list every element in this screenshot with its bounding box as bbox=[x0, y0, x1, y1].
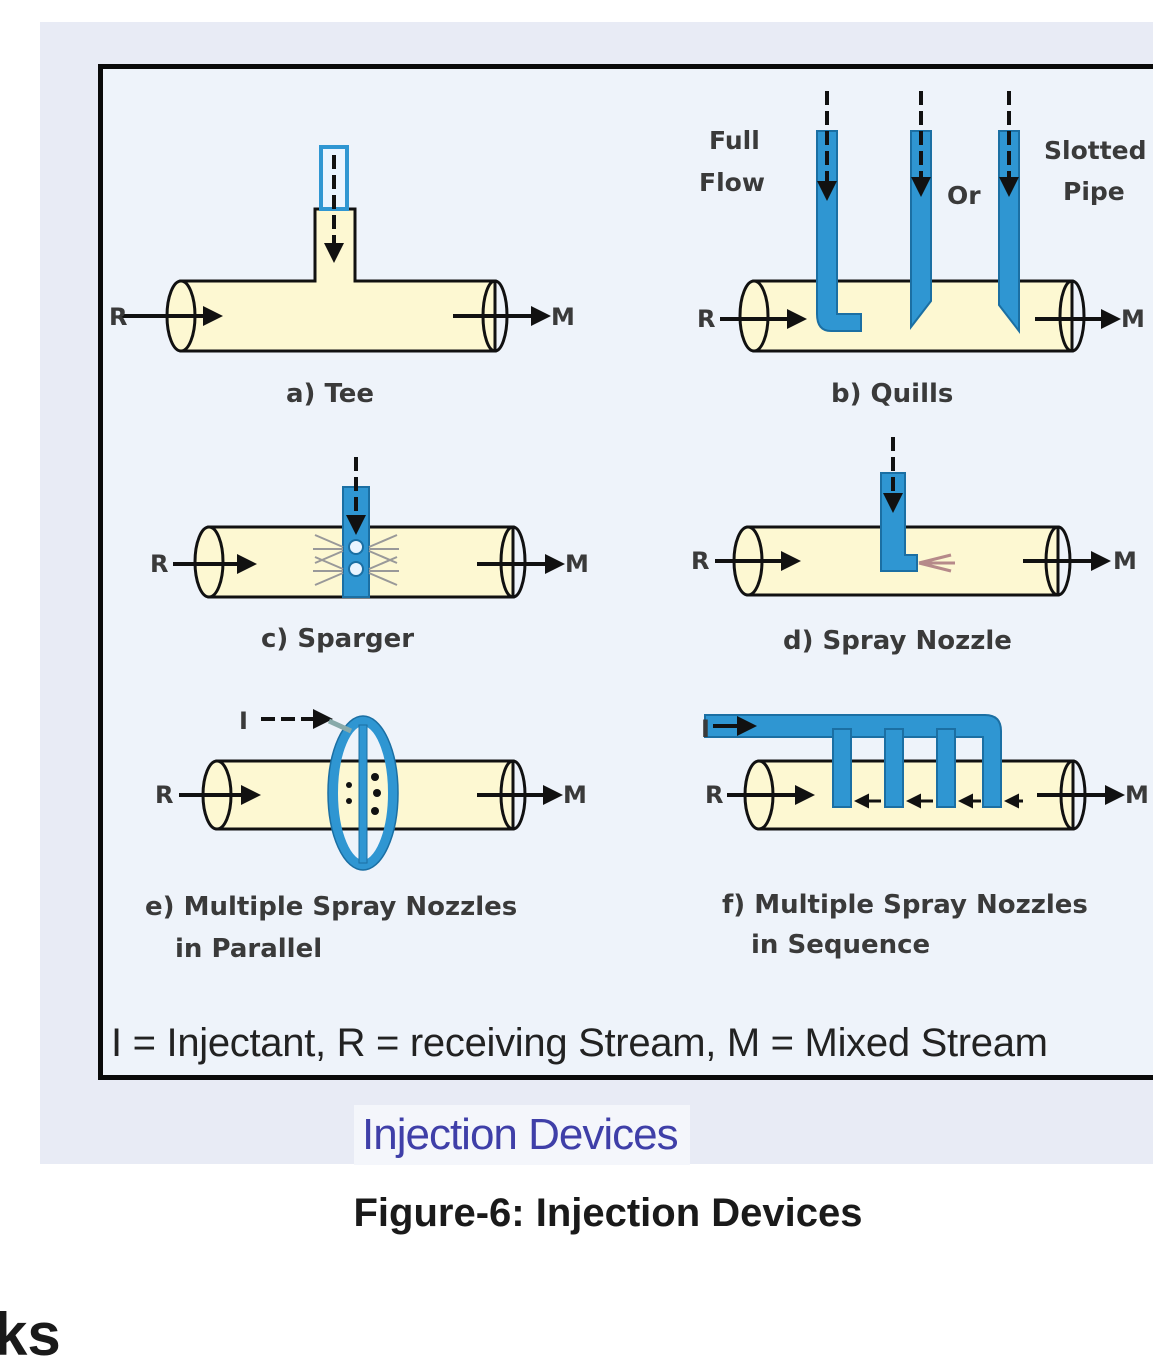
sequence-caption-line1: f) Multiple Spray Nozzles bbox=[722, 890, 1088, 920]
stream-legend: I = Injectant, R = receiving Stream, M =… bbox=[111, 1021, 1048, 1065]
tee-label-m: M bbox=[551, 303, 575, 331]
sequence-drop-3 bbox=[936, 728, 956, 808]
tee-caption: a) Tee bbox=[286, 379, 374, 409]
diagram-frame: R M a) Tee R M Full Flow bbox=[98, 64, 1153, 1080]
sequence-label-r: R bbox=[705, 781, 723, 809]
sequence-label-m: M bbox=[1125, 781, 1149, 809]
injection-devices-diagram: R M a) Tee R M Full Flow bbox=[109, 91, 1149, 964]
figure-panel: R M a) Tee R M Full Flow bbox=[40, 22, 1153, 1165]
spray-nozzle-caption: d) Spray Nozzle bbox=[783, 626, 1012, 656]
quills-caption: b) Quills bbox=[831, 379, 953, 409]
parallel-caption-line1: e) Multiple Spray Nozzles bbox=[145, 892, 517, 922]
spray-nozzle-device: R M d) Spray Nozzle bbox=[691, 437, 1137, 656]
parallel-nozzles-device: I R M e) Multiple Spray Nozzles in Paral… bbox=[145, 707, 587, 964]
tee-device: R M a) Tee bbox=[109, 145, 575, 409]
parallel-label-i: I bbox=[239, 707, 248, 735]
spray-nozzle-label-r: R bbox=[691, 547, 709, 575]
spray-nozzle-spray bbox=[918, 553, 955, 573]
sequence-drop-1 bbox=[832, 728, 852, 808]
parallel-manifold-spoke bbox=[358, 724, 368, 864]
sparger-hole-lower bbox=[348, 561, 364, 577]
tee-label-r: R bbox=[109, 303, 127, 331]
sequence-drop-2 bbox=[884, 728, 904, 808]
quill-label-pipe: Pipe bbox=[1063, 177, 1125, 206]
sparger-spray bbox=[313, 534, 399, 586]
quill-label-flow: Flow bbox=[699, 168, 765, 197]
quill-label-full: Full bbox=[709, 126, 760, 155]
parallel-label-r: R bbox=[155, 781, 173, 809]
quills-label-r: R bbox=[697, 305, 715, 333]
quills-label-m: M bbox=[1121, 305, 1145, 333]
sequence-caption-line2: in Sequence bbox=[751, 930, 930, 960]
spray-nozzle-tube bbox=[880, 472, 918, 572]
sparger-hole-upper bbox=[348, 539, 364, 555]
sequence-label-i: I bbox=[701, 715, 710, 743]
parallel-nozzle-jets bbox=[346, 773, 381, 815]
panel-title: Injection Devices bbox=[354, 1105, 690, 1165]
sparger-label-m: M bbox=[565, 550, 589, 578]
quills-pipe-inlet-end bbox=[738, 279, 770, 353]
sparger-device: R M c) Sparger bbox=[150, 457, 589, 654]
quill-label-slotted: Slotted bbox=[1044, 136, 1147, 165]
parallel-manifold-ring-outline bbox=[327, 715, 399, 871]
spray-nozzle-label-m: M bbox=[1113, 547, 1137, 575]
figure-caption: Figure-6: Injection Devices bbox=[353, 1191, 863, 1235]
section-heading-partial: ks bbox=[0, 1301, 61, 1368]
quills-device: R M Full Flow Or Slotted Pipe b) Quills bbox=[697, 91, 1147, 409]
sparger-label-r: R bbox=[150, 550, 168, 578]
parallel-manifold-ring bbox=[328, 716, 398, 870]
quill-label-or: Or bbox=[947, 181, 981, 210]
parallel-label-m: M bbox=[563, 781, 587, 809]
sequence-nozzles-device: I R M f) Multiple Spray Nozzles in Seque… bbox=[701, 714, 1149, 960]
sparger-caption: c) Sparger bbox=[261, 624, 414, 654]
quills-pipe-outlet-end bbox=[1058, 279, 1086, 353]
tee-pipe bbox=[179, 207, 497, 353]
parallel-feed-line bbox=[327, 718, 353, 734]
parallel-caption-line2: in Parallel bbox=[175, 934, 322, 964]
